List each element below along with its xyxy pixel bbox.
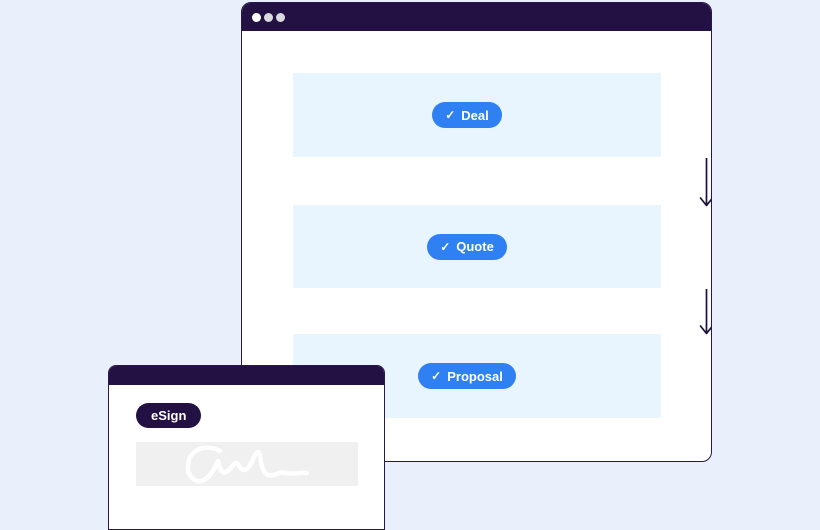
browser-window-titlebar (242, 3, 711, 31)
signature-stroke-icon (185, 445, 310, 484)
window-control-dot-2[interactable] (264, 12, 273, 22)
step-pill-label: Quote (456, 239, 494, 254)
flow-arrow-icon-1 (699, 158, 711, 207)
page-background: ✓ Deal ✓ Quote ✓ Proposa (108, 2, 712, 530)
esign-badge: eSign (136, 403, 202, 428)
step-pill-label: Deal (461, 107, 489, 123)
check-icon: ✓ (431, 369, 442, 383)
esign-window-titlebar (109, 366, 384, 385)
step-pill-deal[interactable]: ✓ Deal (432, 102, 502, 128)
check-icon: ✓ (440, 239, 451, 254)
window-control-dot-1[interactable] (252, 12, 261, 22)
workflow-step-row-quote: ✓ Quote (293, 205, 661, 288)
step-pill-quote[interactable]: ✓ Quote (427, 233, 507, 260)
signature-pad[interactable] (136, 442, 358, 486)
check-icon: ✓ (445, 108, 456, 122)
window-control-dot-3[interactable] (276, 12, 285, 22)
step-pill-label: Proposal (447, 368, 503, 384)
esign-badge-label: eSign (151, 408, 187, 423)
workflow-step-row-deal: ✓ Deal (293, 73, 661, 157)
step-pill-proposal[interactable]: ✓ Proposal (418, 363, 516, 389)
flow-arrow-icon-2 (699, 289, 711, 335)
esign-window: eSign (108, 365, 385, 530)
